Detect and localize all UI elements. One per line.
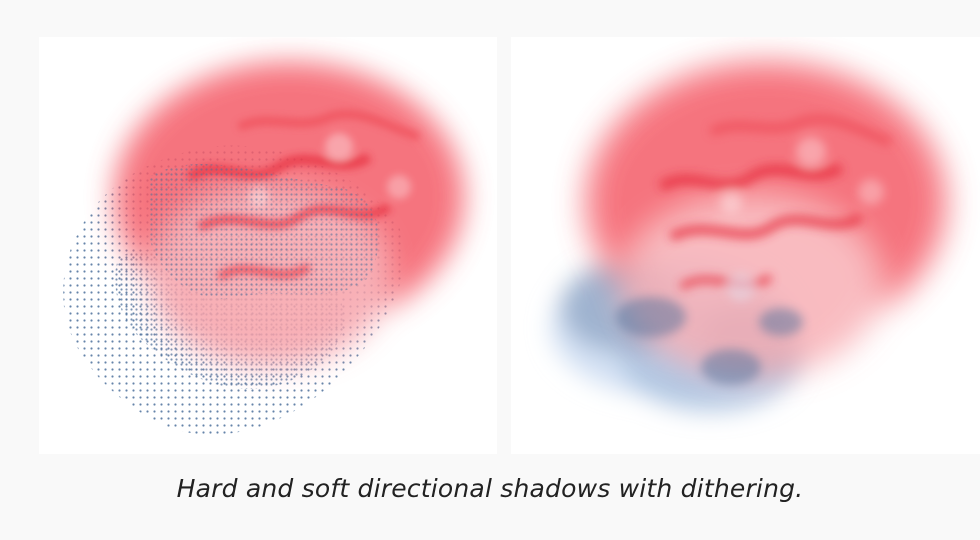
hard-shadow-render [63,62,464,435]
figure-caption: Hard and soft directional shadows with d… [176,474,804,503]
soft-shadow-render [551,62,946,412]
hard-shadow-panel [39,37,497,454]
soft-shadow-panel [511,37,980,454]
